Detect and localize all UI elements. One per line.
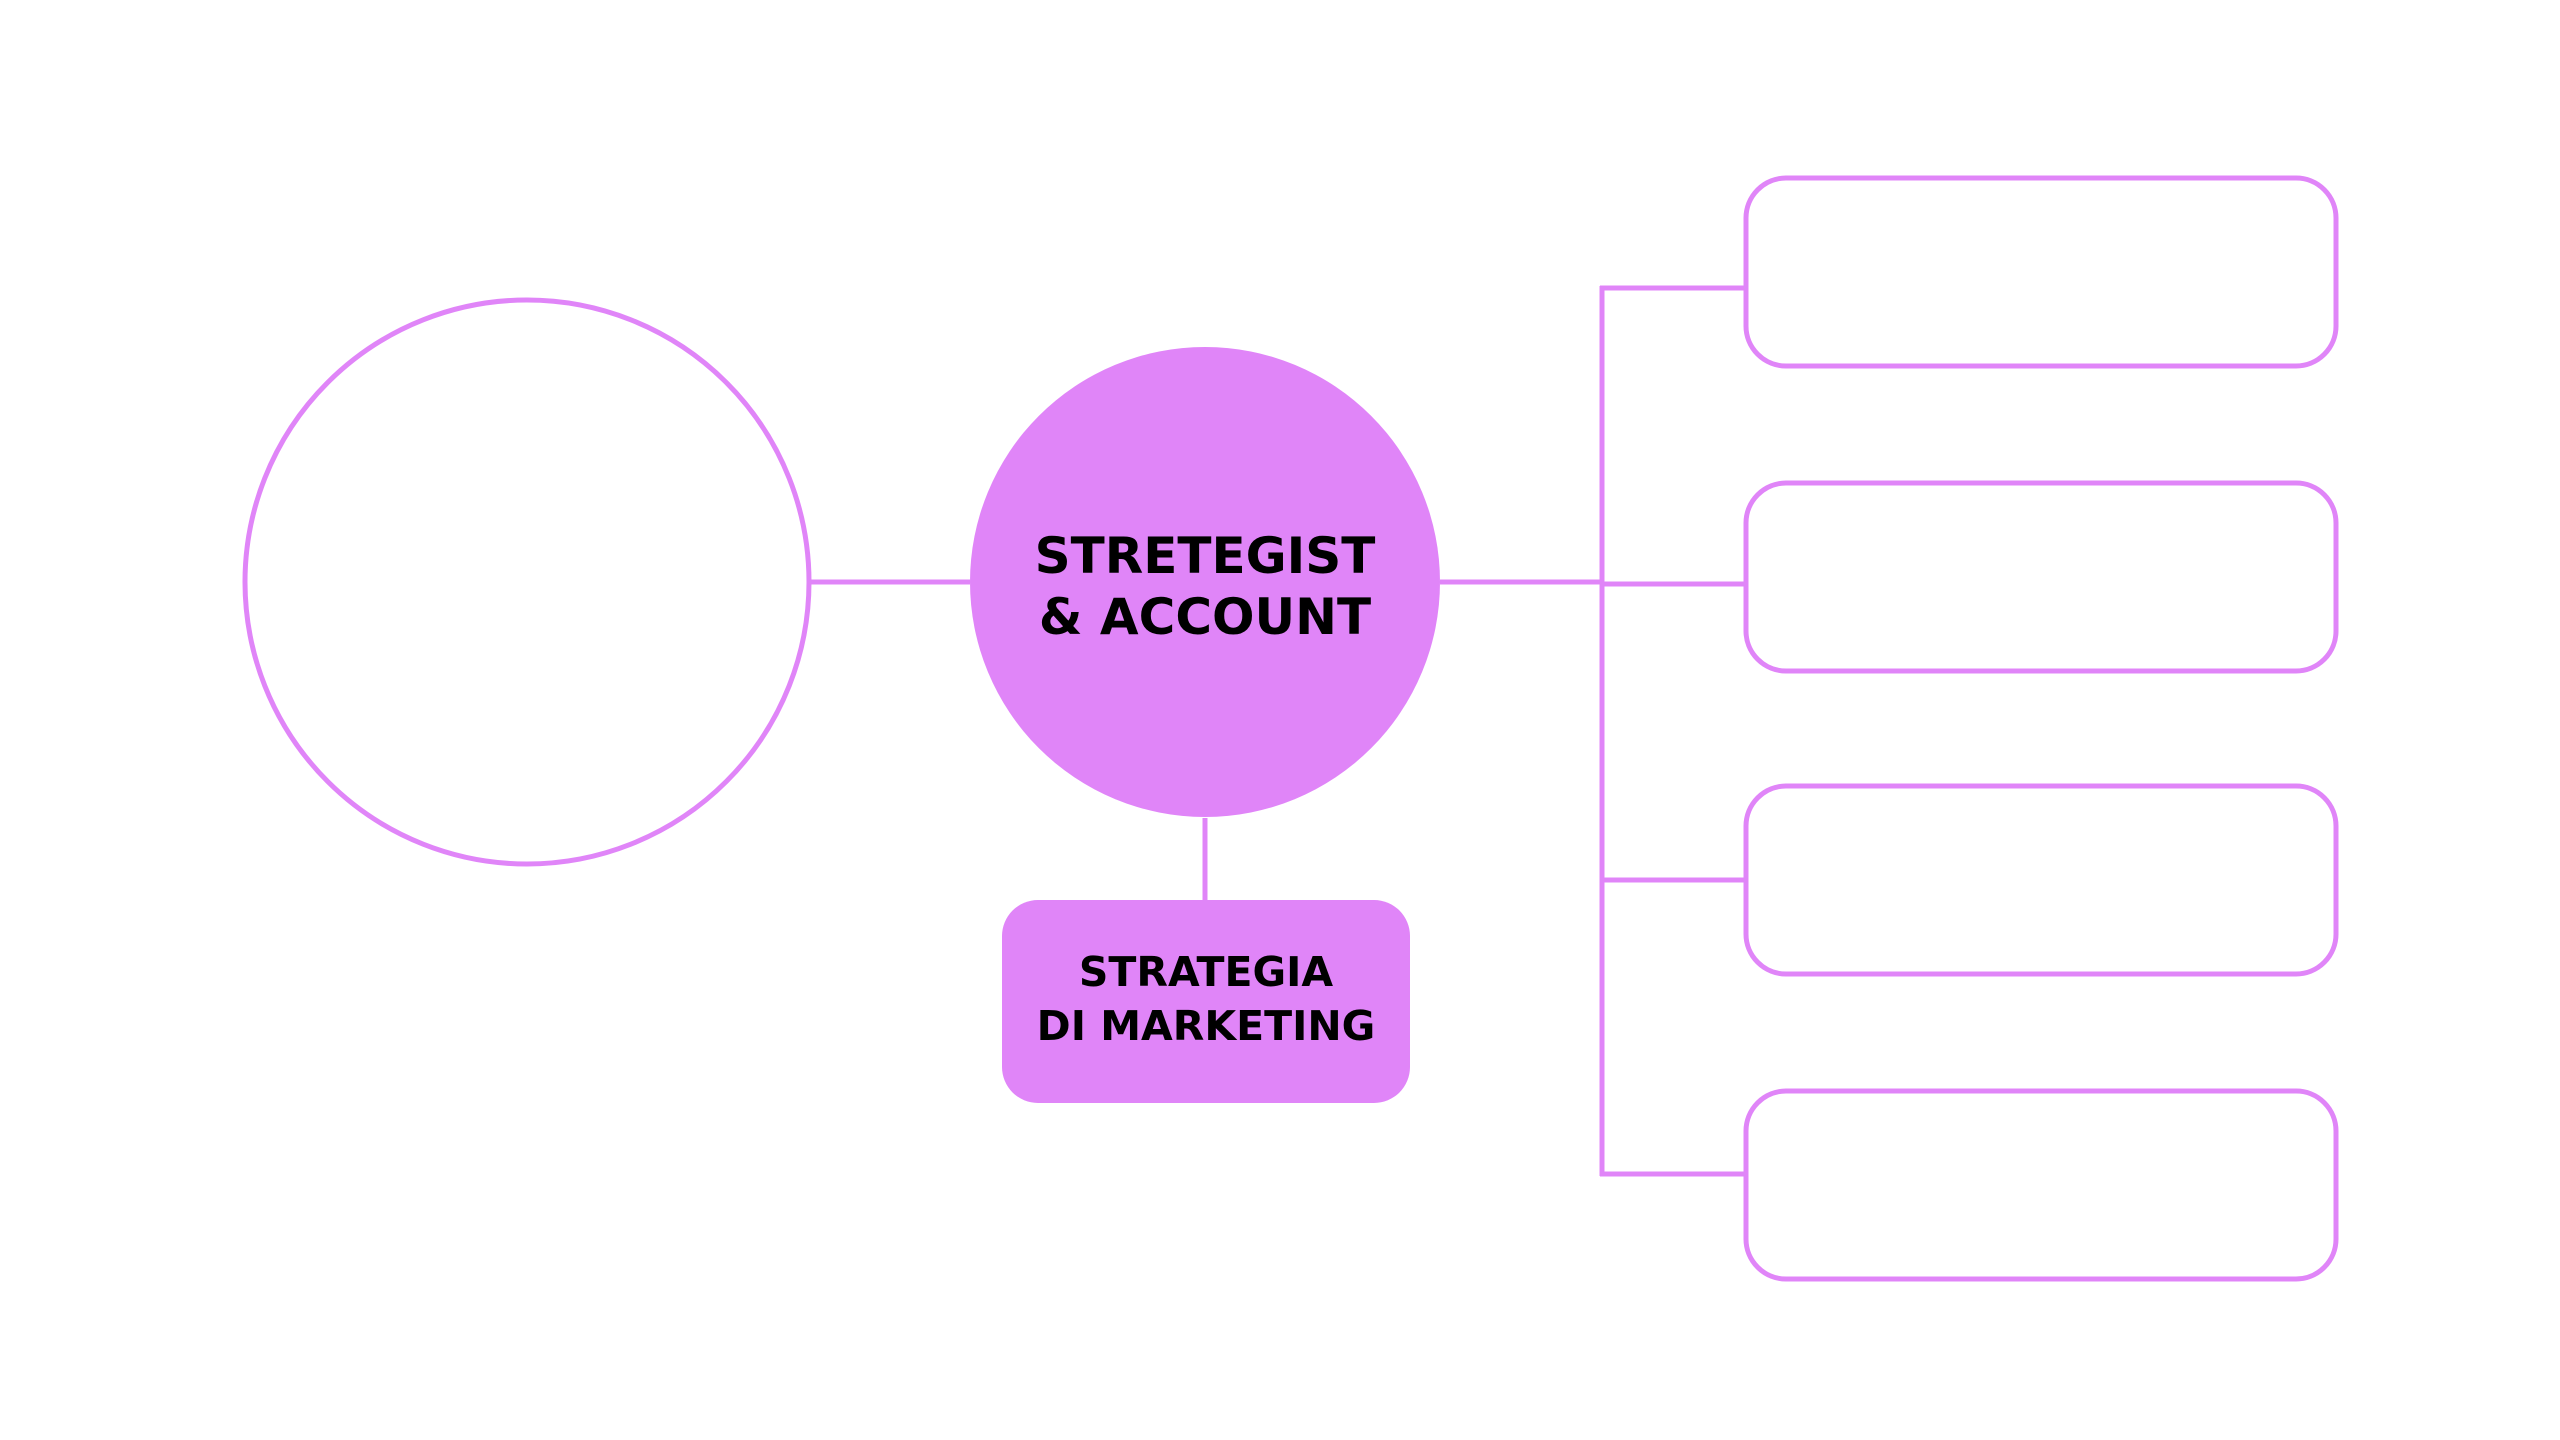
left-node-circle [242, 297, 812, 867]
bottom-node-line2: DI MARKETING [1037, 1002, 1376, 1050]
bottom-node-line1: STRATEGIA [1079, 948, 1333, 996]
right-node-box-1 [1743, 175, 2339, 369]
center-node-line1: STRETEGIST [1035, 527, 1376, 585]
center-node-circle [970, 347, 1440, 817]
center-node-line2: & ACCOUNT [1039, 588, 1371, 646]
right-node-box-2 [1743, 480, 2339, 674]
bottom-node-box [1002, 900, 1410, 1103]
right-node-box-3 [1743, 783, 2339, 977]
right-node-box-4 [1743, 1088, 2339, 1282]
